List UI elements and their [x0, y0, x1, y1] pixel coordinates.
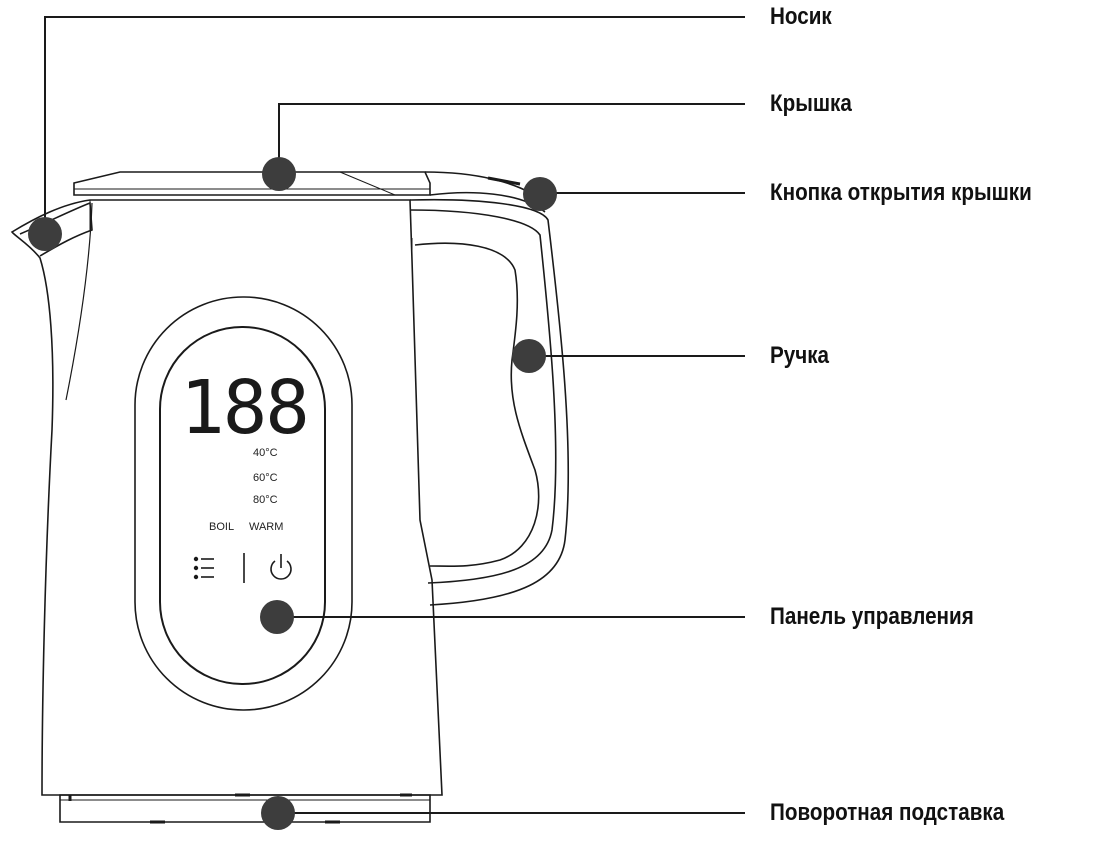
boil-label: BOIL [209, 521, 234, 533]
marker-handle [512, 339, 546, 373]
kettle-base [59, 793, 431, 824]
kettle-lid [73, 171, 549, 213]
power-icon [270, 554, 292, 580]
control-panel-outer [134, 296, 353, 711]
callout-spout-label: Носик [770, 3, 832, 30]
callout-lid-label: Крышка [770, 90, 852, 117]
panel-display: 188 [180, 365, 308, 451]
marker-lid [262, 157, 296, 191]
callout-control-panel-label: Панель управления [770, 603, 974, 630]
marker-spout [28, 217, 62, 251]
temp-80-label: 80°C [253, 494, 278, 506]
control-panel: 188 40°C 60°C 80°C BOIL WARM [134, 296, 353, 711]
menu-list-icon [193, 556, 214, 580]
temp-60-label: 60°C [253, 472, 278, 484]
callout-handle-label: Ручка [770, 342, 830, 369]
control-panel-inner [159, 326, 326, 685]
leader-lines [44, 16, 745, 814]
warm-label: WARM [249, 521, 283, 533]
callout-lid-button-label: Кнопка открытия крышки [770, 179, 1032, 206]
kettle-body [10, 199, 443, 796]
marker-dots [28, 157, 557, 830]
marker-control-panel [260, 600, 294, 634]
callout-base-label: Поворотная подставка [770, 799, 1005, 826]
leader-line-lid [278, 103, 745, 172]
temp-40-label: 40°C [253, 447, 278, 459]
leader-line-spout [44, 16, 745, 232]
kettle-handle [409, 198, 570, 606]
marker-lid-button [523, 177, 557, 211]
marker-base [261, 796, 295, 830]
